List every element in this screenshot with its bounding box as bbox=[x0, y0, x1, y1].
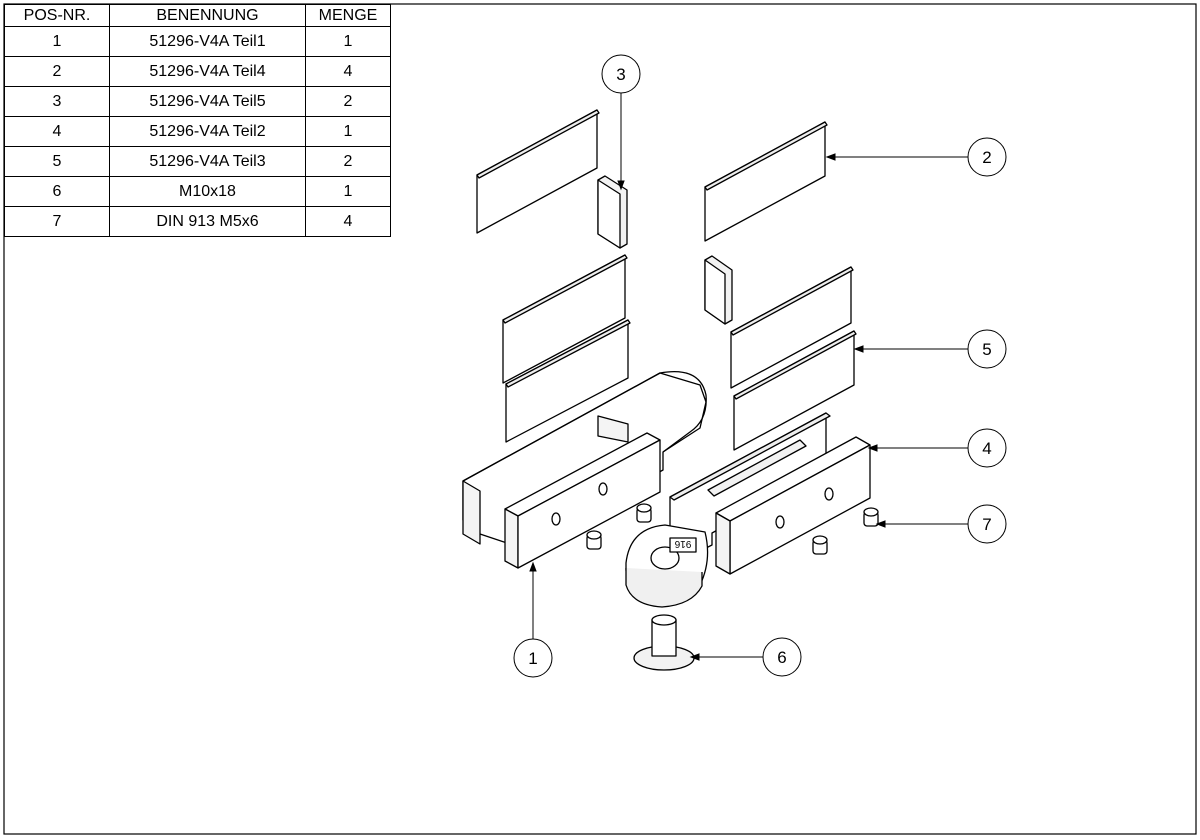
balloon-label-4: 4 bbox=[982, 439, 991, 458]
cell-pos: 7 bbox=[4, 206, 110, 237]
cell-qty: 2 bbox=[305, 146, 391, 177]
part-2-plate bbox=[704, 121, 828, 242]
header-benennung: BENENNUNG bbox=[109, 4, 306, 27]
header-pos-nr: POS-NR. bbox=[4, 4, 110, 27]
part-5-plate bbox=[730, 266, 854, 389]
cell-pos: 1 bbox=[4, 26, 110, 57]
part-7-setscrew bbox=[586, 530, 602, 550]
balloon-label-7: 7 bbox=[982, 515, 991, 534]
cell-qty: 1 bbox=[305, 116, 391, 147]
cell-name: 51296-V4A Teil3 bbox=[109, 146, 306, 177]
cell-name: 51296-V4A Teil1 bbox=[109, 26, 306, 57]
parts-list-header-row: POS-NR. BENENNUNG MENGE bbox=[4, 4, 391, 27]
balloon-label-6: 6 bbox=[777, 648, 786, 667]
cell-name: 51296-V4A Teil2 bbox=[109, 116, 306, 147]
leader-lines bbox=[529, 92, 968, 661]
cell-name: DIN 913 M5x6 bbox=[109, 206, 306, 237]
part-2-plate bbox=[502, 254, 628, 384]
parts-list-row: 6 M10x18 1 bbox=[4, 176, 391, 207]
parts-list-row: 3 51296-V4A Teil5 2 bbox=[4, 86, 391, 117]
balloon-5 bbox=[967, 329, 1007, 369]
parts-list-row: 7 DIN 913 M5x6 4 bbox=[4, 206, 391, 237]
part-1-body bbox=[462, 371, 707, 569]
cell-qty: 1 bbox=[305, 26, 391, 57]
cell-pos: 4 bbox=[4, 116, 110, 147]
balloon-label-1: 1 bbox=[528, 649, 537, 668]
part-marking: 916 bbox=[674, 538, 691, 549]
cell-name: 51296-V4A Teil5 bbox=[109, 86, 306, 117]
part-3-block bbox=[597, 175, 628, 249]
parts-list-row: 2 51296-V4A Teil4 4 bbox=[4, 56, 391, 87]
part-6-screw bbox=[633, 614, 695, 671]
cell-pos: 3 bbox=[4, 86, 110, 117]
balloon-4 bbox=[967, 428, 1007, 468]
part-4-body bbox=[625, 412, 871, 608]
exploded-assembly bbox=[462, 109, 879, 671]
part-2-plate bbox=[476, 109, 600, 234]
parts-list-row: 5 51296-V4A Teil3 2 bbox=[4, 146, 391, 177]
part-2-plate bbox=[505, 319, 631, 443]
parts-list-row: 1 51296-V4A Teil1 1 bbox=[4, 26, 391, 57]
cell-qty: 2 bbox=[305, 86, 391, 117]
parts-list-row: 4 51296-V4A Teil2 1 bbox=[4, 116, 391, 147]
balloon-label-3: 3 bbox=[616, 65, 625, 84]
part-7-setscrew bbox=[812, 535, 828, 555]
balloon-6 bbox=[762, 637, 802, 677]
cell-qty: 1 bbox=[305, 176, 391, 207]
balloon-7 bbox=[967, 504, 1007, 544]
part-5-plate bbox=[733, 330, 857, 451]
cell-pos: 2 bbox=[4, 56, 110, 87]
balloon-labels: 3 2 5 4 7 1 6 bbox=[528, 65, 991, 668]
part-7-setscrew bbox=[636, 503, 652, 523]
balloon-1 bbox=[513, 638, 553, 678]
balloon-label-2: 2 bbox=[982, 148, 991, 167]
part-3-block bbox=[704, 255, 733, 325]
header-menge: MENGE bbox=[305, 4, 391, 27]
cell-qty: 4 bbox=[305, 56, 391, 87]
parts-list-table: POS-NR. BENENNUNG MENGE 1 51296-V4A Teil… bbox=[4, 4, 391, 237]
cell-pos: 6 bbox=[4, 176, 110, 207]
cell-name: 51296-V4A Teil4 bbox=[109, 56, 306, 87]
cell-name: M10x18 bbox=[109, 176, 306, 207]
balloons bbox=[513, 54, 1007, 678]
balloon-3 bbox=[601, 54, 641, 94]
cell-pos: 5 bbox=[4, 146, 110, 177]
balloon-2 bbox=[967, 137, 1007, 177]
balloon-label-5: 5 bbox=[982, 340, 991, 359]
cell-qty: 4 bbox=[305, 206, 391, 237]
part-7-setscrew bbox=[863, 507, 879, 527]
sheet-border bbox=[3, 3, 1197, 835]
